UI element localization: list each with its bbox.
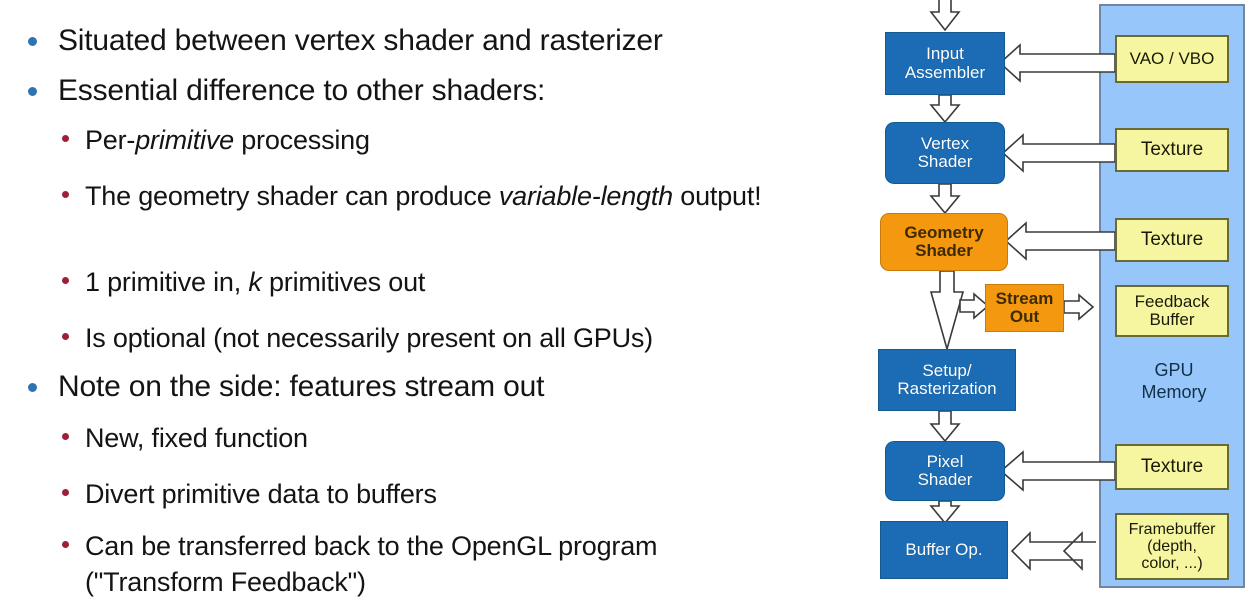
memory-box-texture-gs[interactable]: Texture [1115, 218, 1229, 262]
bullet-text: Situated between vertex shader and raste… [58, 24, 663, 57]
arrow-to-stream-out [959, 292, 990, 320]
arrow-setup-to-pixel [929, 410, 961, 443]
stage-box-setup-rasterization[interactable]: Setup/Rasterization [878, 349, 1016, 411]
bullet-item-6: Note on the side: features stream out [28, 368, 828, 406]
arrow-pixel-to-buffer [929, 500, 961, 525]
memory-box-framebuffer[interactable]: Framebuffer(depth,color, ...) [1115, 513, 1229, 580]
bullet-list: Situated between vertex shader and raste… [28, 22, 828, 600]
bullet-item-7: New, fixed function [62, 420, 822, 456]
bullet-dot-icon [62, 333, 69, 340]
bullet-text: Divert primitive data to buffers [85, 479, 437, 509]
bullet-text: Is optional (not necessarily present on … [85, 323, 653, 353]
bullet-item-0: Situated between vertex shader and raste… [28, 22, 828, 60]
stage-box-buffer-op[interactable]: Buffer Op. [880, 521, 1008, 579]
bullet-item-4: 1 primitive in, k primitives out [62, 264, 822, 300]
stage-label: Setup/Rasterization [897, 360, 997, 398]
memory-box-texture-vs[interactable]: Texture [1115, 128, 1229, 172]
bullet-dot-icon [62, 191, 69, 198]
arrow-into-input-assembler [929, 0, 961, 32]
memory-box-texture-ps[interactable]: Texture [1115, 444, 1229, 490]
arrow-gs-to-setup [929, 270, 965, 352]
bullet-item-9: Can be transferred back to the OpenGL pr… [62, 528, 762, 600]
bullet-item-2: Per-primitive processing [62, 122, 822, 158]
bullet-item-3: The geometry shader can produce variable… [62, 178, 792, 214]
memory-box-label: Framebuffer(depth,color, ...) [1128, 520, 1216, 573]
bullet-dot-icon [62, 277, 69, 284]
arrow-texture-to-vs [1001, 133, 1116, 173]
stage-label: Buffer Op. [905, 539, 983, 559]
bullet-dot-icon [62, 489, 69, 496]
arrow-bufferop-framebuffer [1010, 531, 1096, 571]
memory-box-vao-vbo[interactable]: VAO / VBO [1115, 35, 1229, 83]
bullet-dot-icon [28, 87, 37, 96]
gpu-memory-label-line: Memory [1141, 381, 1207, 402]
bullet-dot-icon [62, 541, 69, 548]
bullet-dot-icon [28, 37, 37, 46]
bullet-dot-icon [62, 433, 69, 440]
arrow-texture-to-ps [999, 450, 1116, 492]
bullet-item-1: Essential difference to other shaders: [28, 72, 828, 110]
bullet-dot-icon [28, 383, 37, 392]
bullet-text: The geometry shader can produce variable… [85, 181, 762, 211]
bullet-item-8: Divert primitive data to buffers [62, 476, 822, 512]
bullet-text: Can be transferred back to the OpenGL pr… [85, 531, 665, 597]
memory-box-label: Texture [1140, 138, 1204, 160]
arrow-ia-to-vs [929, 94, 961, 124]
memory-box-label: Texture [1140, 228, 1204, 250]
bullet-text: Essential difference to other shaders: [58, 74, 546, 107]
bullet-text: 1 primitive in, k primitives out [85, 267, 426, 297]
bullet-text: Per-primitive processing [85, 125, 370, 155]
bullet-text: New, fixed function [85, 423, 308, 453]
memory-box-label: VAO / VBO [1129, 48, 1215, 68]
memory-box-label: Texture [1140, 455, 1204, 477]
arrow-texture-to-gs [1004, 221, 1116, 261]
bullet-item-5: Is optional (not necessarily present on … [62, 320, 822, 356]
arrow-streamout-to-feedback [1063, 293, 1095, 321]
arrow-vs-to-gs [929, 183, 961, 215]
arrow-layer [929, 0, 1116, 571]
arrow-vao-to-ia [998, 43, 1116, 83]
bullet-text: Note on the side: features stream out [58, 370, 545, 403]
bullet-dot-icon [62, 135, 69, 142]
gpu-memory-label-line: GPU [1154, 360, 1194, 380]
